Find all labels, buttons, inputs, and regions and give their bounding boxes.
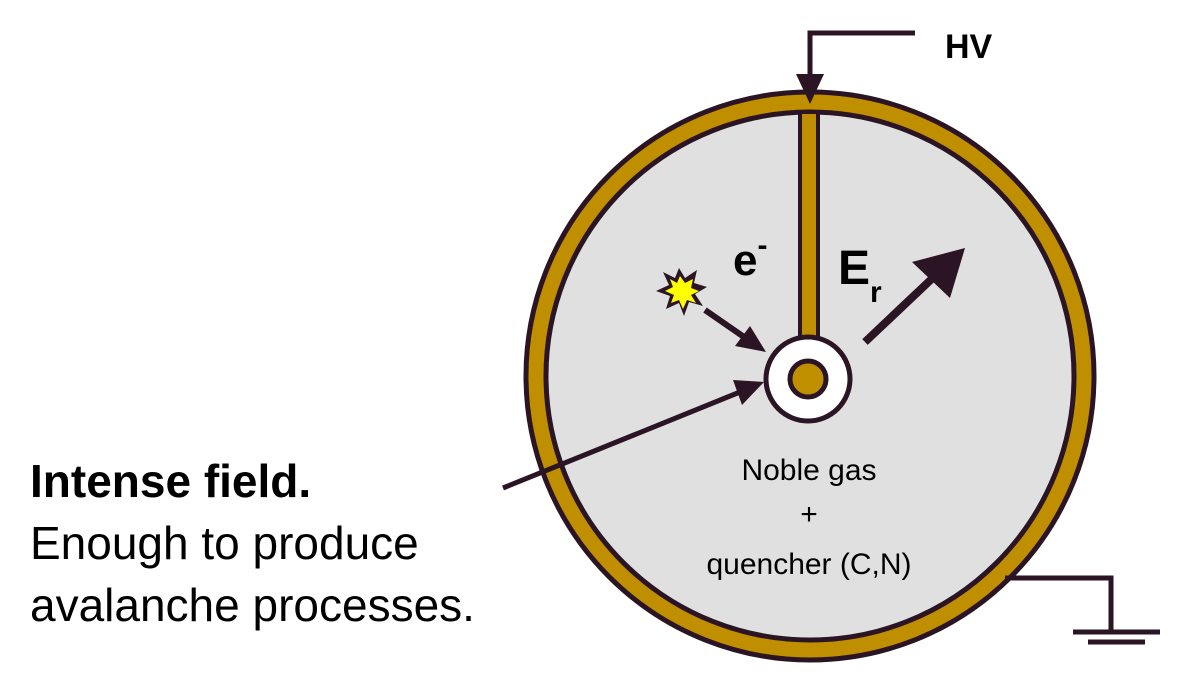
annotation-line2: avalanche processes. — [30, 579, 475, 631]
ionization-event-icon — [656, 268, 707, 316]
electron-label: e- — [733, 229, 767, 285]
field-label: Er — [838, 242, 882, 309]
annotation-pointer-arrowhead — [733, 380, 764, 405]
hv-arrowhead — [796, 74, 824, 104]
gas-label-line3: quencher (C,N) — [706, 548, 911, 581]
anode-center — [787, 358, 829, 400]
hv-label: HV — [945, 28, 993, 66]
annotation-line1: Enough to produce — [30, 517, 419, 569]
annotation-title: Intense field. — [30, 455, 312, 507]
annotation-pointer — [502, 389, 741, 491]
gas-label-line2: + — [800, 498, 818, 531]
electron-arrowhead — [735, 326, 766, 352]
field-arrowhead — [912, 248, 965, 298]
gas-label-line1: Noble gas — [741, 454, 876, 487]
anode-wire — [798, 110, 820, 362]
hv-lead-wire — [807, 30, 915, 90]
ground-wire — [1005, 575, 1114, 632]
annotation-text: Intense field. Enough to produce avalanc… — [30, 450, 475, 636]
field-arrow — [862, 270, 941, 345]
